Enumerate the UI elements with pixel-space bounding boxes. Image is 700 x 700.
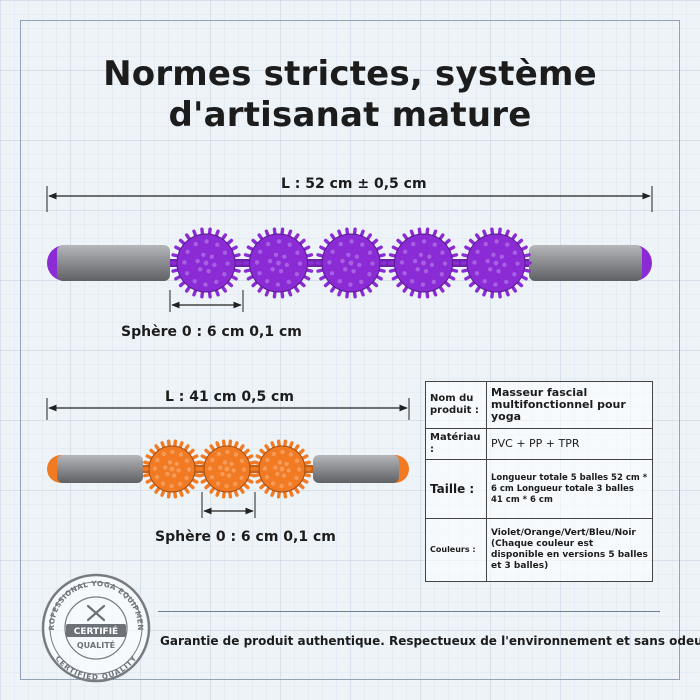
small-roller-ball — [142, 439, 202, 499]
tools-icon — [86, 604, 106, 622]
large-sphere-label: Sphère 0 : 6 cm 0,1 cm — [121, 324, 302, 340]
certified-quality-stamp: PROFESSIONAL YOGA EQUIPMENT CERTIFIED QU… — [40, 572, 151, 683]
title-line-2: d'artisanat mature — [168, 95, 532, 135]
spec-colors-key: Couleurs : — [425, 518, 487, 582]
large-length-label: L : 52 cm ± 0,5 cm — [281, 176, 427, 192]
spec-name-key: Nom du produit : — [425, 381, 487, 429]
large-roller-right-handle — [529, 245, 652, 281]
large-roller-ball — [315, 227, 387, 299]
small-length-label: L : 41 cm 0,5 cm — [165, 389, 294, 405]
spec-table: Nom du produit : Masseur fascial multifo… — [425, 381, 653, 582]
small-roller-left-handle — [47, 455, 143, 483]
spec-row-material: Matériau : PVC + PP + TPR — [425, 428, 653, 460]
small-roller-right-handle — [313, 455, 409, 483]
small-roller-ball — [197, 439, 257, 499]
small-roller-ball — [252, 439, 312, 499]
small-roller — [47, 439, 409, 499]
small-sphere-label: Sphère 0 : 6 cm 0,1 cm — [155, 529, 336, 545]
footer-text: Garantie de produit authentique. Respect… — [160, 634, 700, 648]
spec-material-value: PVC + PP + TPR — [486, 428, 653, 460]
large-roller — [47, 227, 652, 299]
spec-size-key: Taille : — [425, 459, 487, 519]
stamp-banner — [66, 624, 126, 637]
footer-divider — [158, 611, 660, 612]
spec-colors-value: Violet/Orange/Vert/Bleu/Noir (Chaque cou… — [486, 518, 653, 582]
stamp-center-line-2: QUALITÉ — [77, 639, 115, 650]
spec-row-size: Taille : Longueur totale 5 balles 52 cm … — [425, 459, 653, 519]
spec-row-colors: Couleurs : Violet/Orange/Vert/Bleu/Noir … — [425, 518, 653, 582]
page-title: Normes strictes, système d'artisanat mat… — [0, 54, 700, 136]
title-line-1: Normes strictes, système — [103, 54, 597, 94]
spec-name-value: Masseur fascial multifonctionnel pour yo… — [486, 381, 653, 429]
spec-material-key: Matériau : — [425, 428, 487, 460]
large-roller-left-handle — [47, 245, 170, 281]
spec-size-value: Longueur totale 5 balles 52 cm * 6 cm Lo… — [486, 459, 653, 519]
content-frame — [20, 20, 680, 680]
large-roller-ball — [170, 227, 242, 299]
large-roller-ball — [242, 227, 315, 299]
large-roller-ball — [460, 227, 532, 299]
spec-row-name: Nom du produit : Masseur fascial multifo… — [425, 381, 653, 429]
large-roller-ball — [387, 227, 460, 299]
stamp-center-line-1: CERTIFIÉ — [74, 625, 118, 637]
